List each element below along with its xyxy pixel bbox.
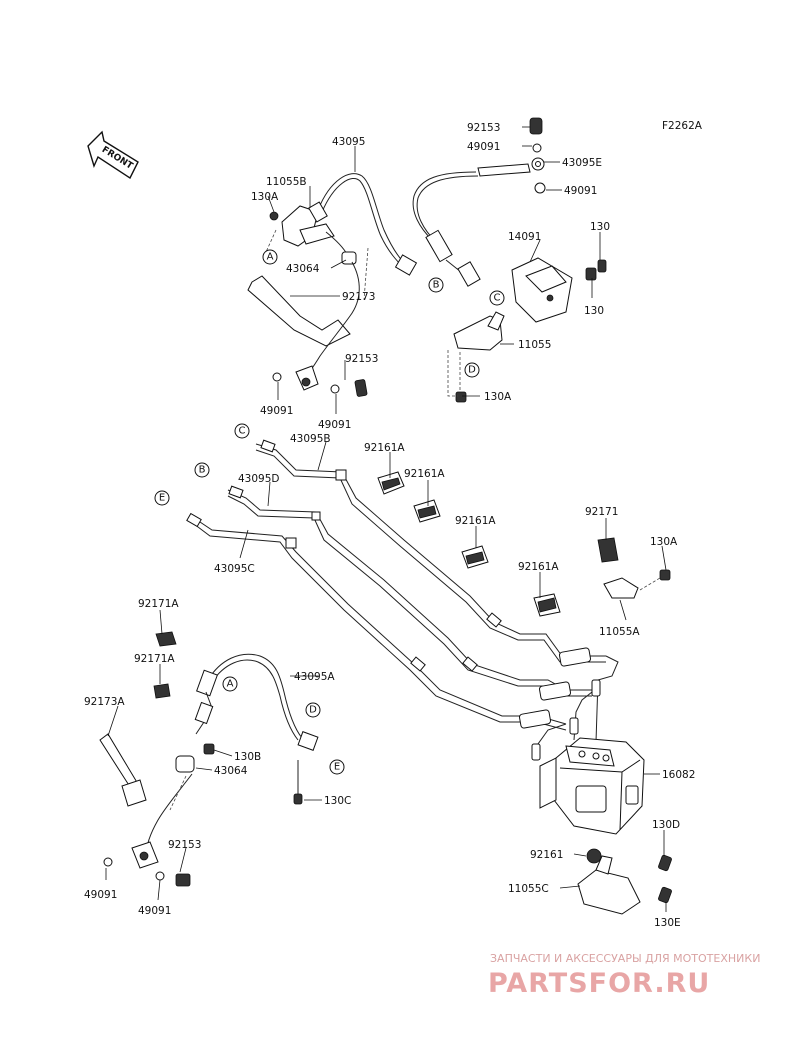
- label-11055c: 11055C: [508, 883, 549, 895]
- front-arrow-icon: FRONT: [87, 130, 139, 180]
- label-130c: 130C: [324, 795, 351, 807]
- svg-text:E: E: [334, 762, 340, 773]
- label-92173: 92173: [342, 291, 375, 303]
- label-92153: 92153: [168, 839, 201, 851]
- label-92173a: 92173A: [84, 696, 125, 708]
- watermark-brand: PARTSFOR.RU: [488, 968, 710, 999]
- watermark-tagline: ЗАПЧАСТИ И АКСЕССУАРЫ ДЛЯ МОТОТЕХНИКИ: [490, 952, 760, 965]
- svg-text:D: D: [468, 365, 476, 376]
- label-130a: 130A: [251, 191, 279, 203]
- hose-43095-assembly: [247, 173, 418, 397]
- label-130: 130: [590, 221, 610, 233]
- callout-c: C: [234, 423, 250, 439]
- label-49091: 49091: [84, 889, 117, 901]
- callout-a: A: [222, 676, 238, 692]
- svg-text:C: C: [494, 293, 501, 304]
- callouts: A B C D C B E A D E: [154, 249, 505, 775]
- svg-text:A: A: [227, 679, 234, 690]
- label-49091: 49091: [138, 905, 171, 917]
- svg-text:B: B: [199, 465, 206, 476]
- hose-43095e-assembly: [412, 117, 607, 403]
- callout-e: E: [329, 759, 345, 775]
- label-43095e: 43095E: [562, 157, 602, 169]
- clamp-92171-bracket-11055a: [597, 537, 671, 599]
- label-92161: 92161: [530, 849, 563, 861]
- label-16082: 16082: [662, 769, 695, 781]
- label-11055b: 11055B: [266, 176, 307, 188]
- watermark: ЗАПЧАСТИ И АКСЕССУАРЫ ДЛЯ МОТОТЕХНИКИ PA…: [488, 952, 760, 999]
- svg-text:E: E: [159, 493, 165, 504]
- label-92161a: 92161A: [518, 561, 559, 573]
- label-43064: 43064: [286, 263, 320, 275]
- label-130a: 130A: [650, 536, 678, 548]
- clamp-92161a-group: [377, 471, 561, 617]
- label-43095d: 43095D: [238, 473, 280, 485]
- label-130b: 130B: [234, 751, 261, 763]
- callout-e: E: [154, 490, 170, 506]
- label-130d: 130D: [652, 819, 680, 831]
- callout-b: B: [428, 277, 444, 293]
- label-130e: 130E: [654, 917, 681, 929]
- svg-text:A: A: [267, 252, 274, 263]
- abs-unit-16082: [539, 737, 645, 835]
- leader-lines: [105, 126, 667, 912]
- label-92153: 92153: [345, 353, 378, 365]
- svg-text:B: B: [433, 280, 440, 291]
- svg-text:D: D: [309, 705, 317, 716]
- label-49091: 49091: [467, 141, 500, 153]
- label-130a: 130A: [484, 391, 512, 403]
- label-92161a: 92161A: [364, 442, 405, 454]
- label-43095a: 43095A: [294, 671, 335, 683]
- callout-c: C: [489, 290, 505, 306]
- svg-text:C: C: [239, 426, 246, 437]
- brake-pipes: [186, 439, 619, 761]
- callout-b: B: [194, 462, 210, 478]
- label-49091: 49091: [318, 419, 351, 431]
- label-92171a: 92171A: [138, 598, 179, 610]
- bracket-11055c: [577, 848, 672, 915]
- label-92171: 92171: [585, 506, 618, 518]
- label-11055a: 11055A: [599, 626, 640, 638]
- label-92171a: 92171A: [134, 653, 175, 665]
- callout-a: A: [262, 249, 278, 265]
- label-92161a: 92161A: [404, 468, 445, 480]
- label-43095c: 43095C: [214, 563, 255, 575]
- label-11055: 11055: [518, 339, 551, 351]
- diagram-code: F2262A: [662, 120, 703, 132]
- label-92153: 92153: [467, 122, 500, 134]
- callout-d: D: [305, 702, 321, 718]
- label-43095: 43095: [332, 136, 365, 148]
- label-14091: 14091: [508, 231, 541, 243]
- label-43095b: 43095B: [290, 433, 331, 445]
- hose-43095a-assembly: [99, 631, 319, 887]
- label-49091: 49091: [260, 405, 293, 417]
- label-92161a: 92161A: [455, 515, 496, 527]
- label-43064: 43064: [214, 765, 248, 777]
- label-49091: 49091: [564, 185, 597, 197]
- part-labels: 43095 11055B 130A 43064 92173 92153 4909…: [84, 122, 695, 929]
- callout-d: D: [464, 362, 480, 378]
- label-130: 130: [584, 305, 604, 317]
